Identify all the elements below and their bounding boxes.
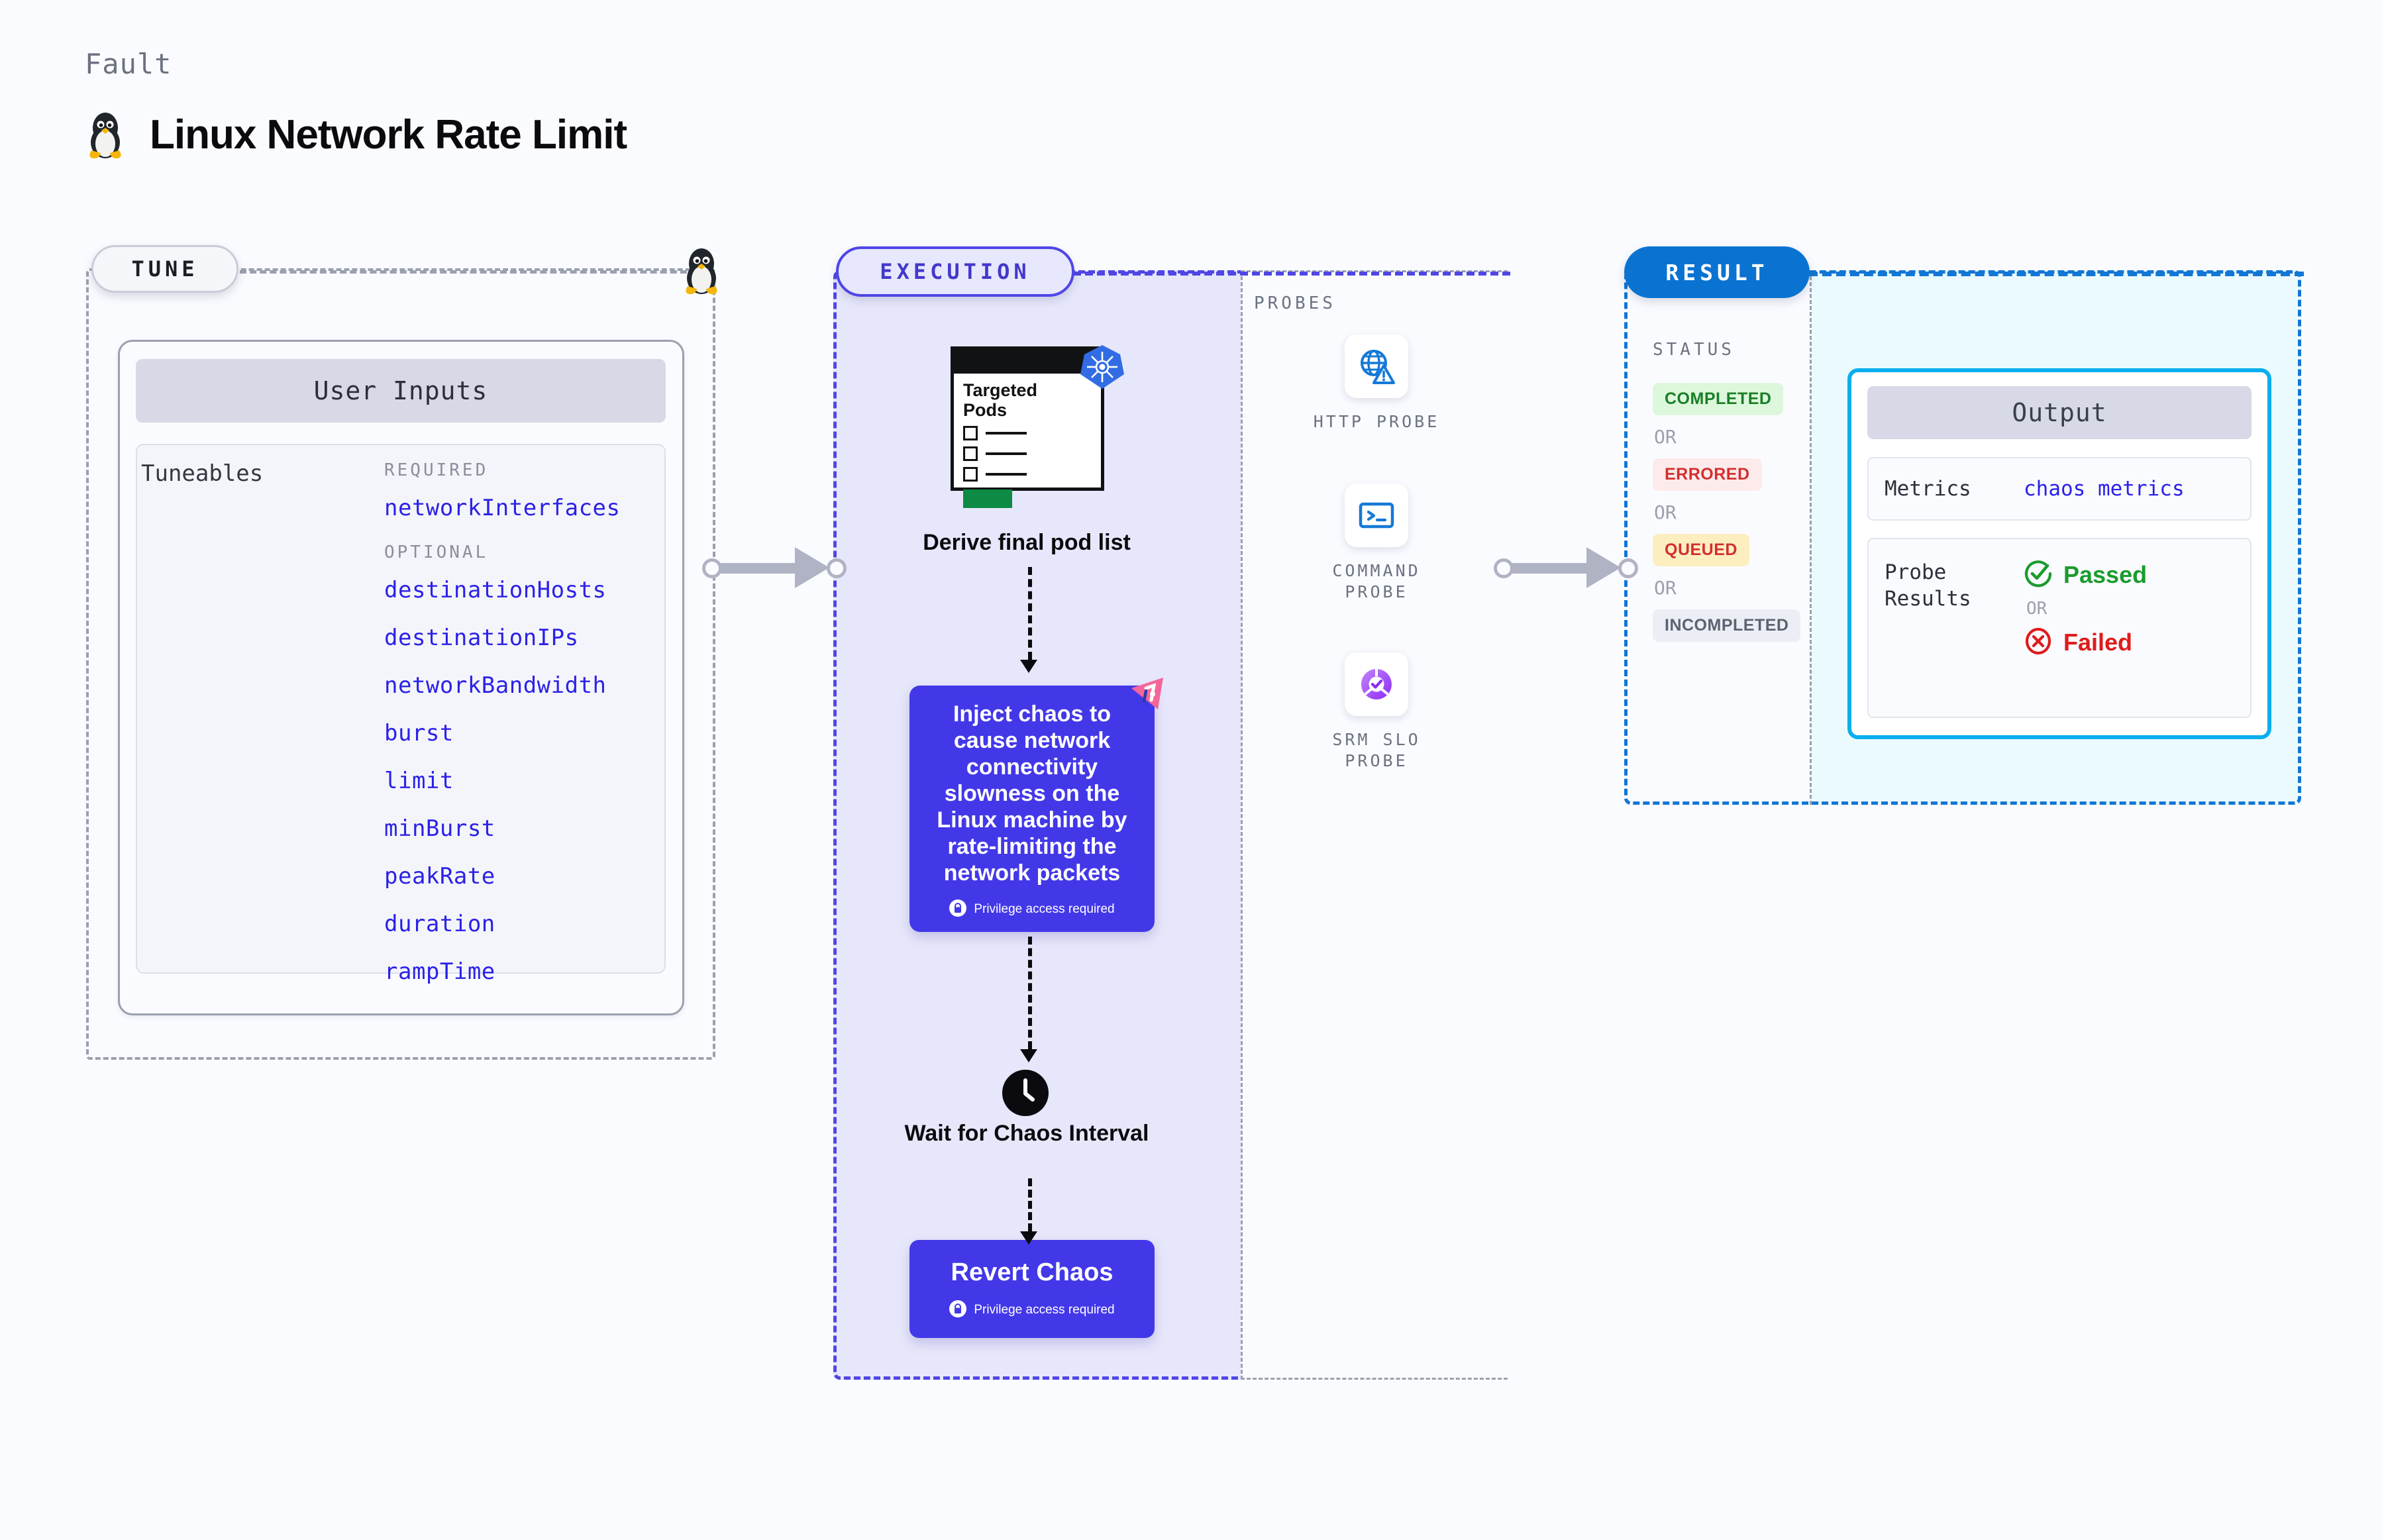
execution-pill[interactable]: EXECUTION — [836, 246, 1074, 297]
globe-warning-icon — [1345, 334, 1408, 398]
litmuschaos-icon — [1126, 672, 1168, 717]
tuneable-item[interactable]: burst — [384, 720, 454, 746]
tuneable-item[interactable]: networkBandwidth — [384, 672, 607, 699]
derive-final-pod-list-label: Derive final pod list — [923, 530, 1131, 555]
probe-results-label: Probe Results — [1885, 560, 1971, 611]
pods-card-titlebar — [954, 350, 1101, 374]
execution-to-result-arrow — [1494, 547, 1646, 588]
pods-card-title-line1: Targeted — [963, 380, 1038, 400]
or-separator: OR — [2026, 599, 2047, 619]
checkbox-icon — [963, 467, 978, 482]
probes-section-frame — [1241, 270, 1508, 1380]
fault-eyebrow-label: Fault — [85, 48, 172, 80]
or-separator: OR — [1654, 577, 1677, 599]
pod-list-row — [963, 467, 1101, 482]
status-title: STATUS — [1653, 340, 1735, 360]
list-line — [986, 432, 1027, 435]
tuneable-item[interactable]: duration — [384, 911, 495, 937]
probe-result-passed: Passed — [2024, 559, 2147, 591]
checkbox-icon — [963, 446, 978, 461]
tuneables-list: REQUIRED networkInterfaces OPTIONAL dest… — [384, 460, 669, 1006]
probe-http-label: HTTP PROBE — [1313, 412, 1440, 431]
status-badge-queued: QUEUED — [1653, 534, 1749, 566]
probe-result-failed-label: Failed — [2063, 629, 2133, 656]
pod-list-row — [963, 426, 1101, 440]
metrics-label: Metrics — [1885, 477, 1971, 501]
page-title-row: Linux Network Rate Limit — [85, 109, 627, 160]
privilege-note-label: Privilege access required — [974, 1302, 1115, 1317]
wait-for-chaos-interval-label: Wait for Chaos Interval — [904, 1121, 1149, 1146]
pod-status-bar — [963, 489, 1012, 508]
tuneable-item[interactable]: networkInterfaces — [384, 495, 621, 521]
optional-group-title: OPTIONAL — [384, 542, 489, 562]
tune-to-execution-arrow — [702, 547, 854, 588]
probe-srm-slo[interactable]: SRM SLO PROBE — [1297, 652, 1456, 772]
probes-section-title: PROBES — [1254, 293, 1336, 313]
tune-dashed-connector — [240, 270, 697, 274]
tuneable-item[interactable]: limit — [384, 768, 454, 794]
lock-icon — [949, 1300, 967, 1320]
list-line — [986, 452, 1027, 455]
tuneable-item[interactable]: minBurst — [384, 815, 495, 842]
execution-dashed-connector — [1073, 272, 1510, 276]
privilege-note-label: Privilege access required — [974, 902, 1115, 916]
check-circle-icon — [2024, 559, 2053, 591]
probe-results-row: Probe Results Passed OR Failed — [1867, 538, 2252, 718]
page-title: Linux Network Rate Limit — [150, 111, 627, 158]
tuneables-box — [136, 444, 666, 974]
required-group-title: REQUIRED — [384, 460, 489, 480]
probe-result-failed: Failed — [2024, 627, 2147, 658]
linux-penguin-icon — [85, 109, 126, 160]
revert-chaos-card[interactable]: Revert Chaos Privilege access required — [909, 1240, 1155, 1338]
or-separator: OR — [1654, 501, 1677, 523]
probe-result-passed-label: Passed — [2063, 561, 2148, 588]
tuneable-item[interactable]: peakRate — [384, 863, 495, 890]
targeted-pods-card: Targeted Pods — [951, 346, 1104, 508]
lock-icon — [949, 899, 967, 919]
status-badge-errored: ERRORED — [1653, 458, 1762, 491]
terminal-icon — [1345, 484, 1408, 547]
privilege-note-row: Privilege access required — [949, 899, 1115, 919]
tuneable-item[interactable]: destinationHosts — [384, 577, 607, 603]
clock-icon — [1002, 1070, 1049, 1119]
status-badge-completed: COMPLETED — [1653, 383, 1784, 415]
user-inputs-header: User Inputs — [136, 359, 666, 423]
tuneable-item[interactable]: destinationIPs — [384, 625, 579, 651]
linux-penguin-badge-icon — [681, 245, 722, 298]
slo-gauge-check-icon — [1345, 652, 1408, 716]
probe-http[interactable]: HTTP PROBE — [1297, 334, 1456, 433]
tune-section-frame — [86, 268, 715, 1060]
inject-chaos-text: Inject chaos to cause network connectivi… — [937, 701, 1127, 886]
metrics-value[interactable]: chaos metrics — [2024, 477, 2185, 501]
status-badge-incompleted: INCOMPLETED — [1653, 609, 1801, 642]
tuneable-item[interactable]: rampTime — [384, 958, 495, 985]
pods-card-title-line2: Pods — [963, 400, 1008, 420]
revert-chaos-title: Revert Chaos — [951, 1258, 1113, 1286]
list-line — [986, 473, 1027, 476]
status-list: COMPLETED OR ERRORED OR QUEUED OR INCOMP… — [1653, 383, 1812, 642]
pod-list-row — [963, 446, 1101, 461]
kubernetes-icon — [1078, 343, 1126, 393]
tune-pill[interactable]: TUNE — [91, 245, 238, 293]
privilege-note-row: Privilege access required — [949, 1300, 1115, 1320]
metrics-row: Metrics chaos metrics — [1867, 457, 2252, 521]
output-header: Output — [1867, 386, 2252, 439]
checkbox-icon — [963, 426, 978, 440]
result-pill[interactable]: RESULT — [1624, 246, 1810, 298]
probe-srm-slo-label: SRM SLO PROBE — [1332, 730, 1421, 770]
or-separator: OR — [1654, 426, 1677, 448]
result-dashed-connector — [1808, 272, 2304, 276]
probe-command[interactable]: COMMAND PROBE — [1297, 484, 1456, 603]
probe-command-label: COMMAND PROBE — [1332, 561, 1421, 601]
x-circle-icon — [2024, 627, 2053, 658]
inject-chaos-card[interactable]: Inject chaos to cause network connectivi… — [909, 686, 1155, 932]
tuneables-label: Tuneables — [141, 460, 264, 487]
